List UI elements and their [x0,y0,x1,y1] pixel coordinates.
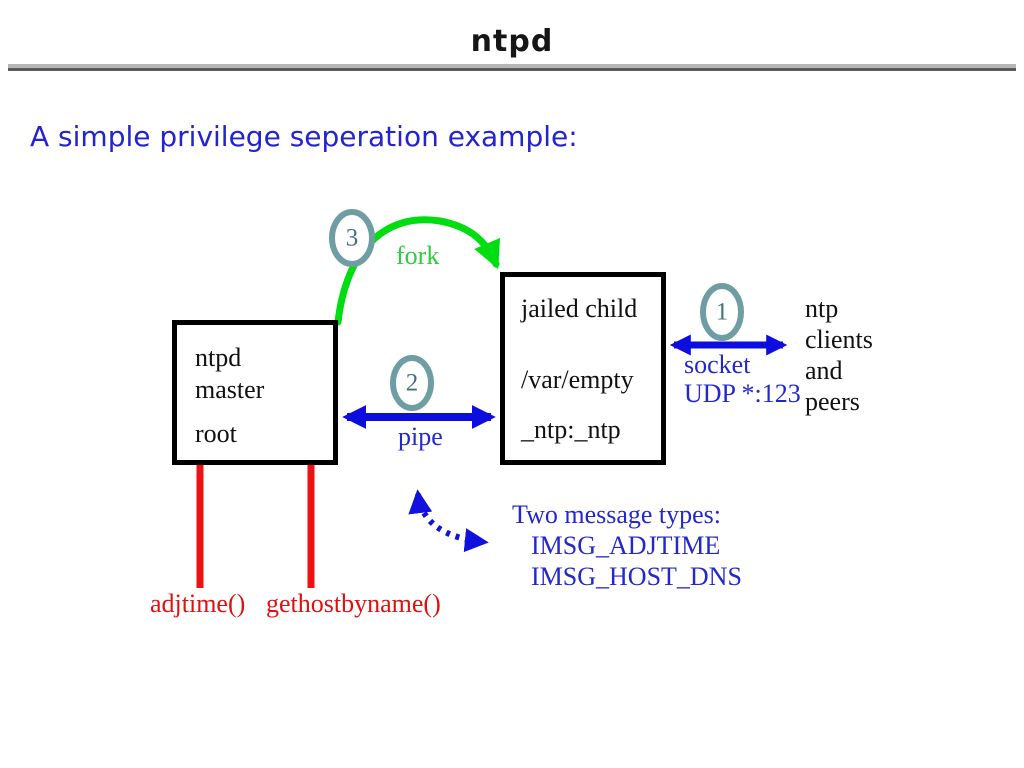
fork-label: fork [396,241,440,270]
child-box-line: jailed child [521,294,638,323]
title-rule-dark [8,68,1016,71]
socket-label: socket [684,350,751,379]
step-2-number: 2 [405,369,419,397]
master-box-line: ntpd [195,343,242,372]
pipe-label: pipe [398,422,443,451]
imsg-adjtime-label: IMSG_ADJTIME [531,531,721,560]
step-1-circle [700,283,744,341]
ntp-clients-note: ntp clients and peers [805,293,873,417]
jailed-child-box: jailed child /var/empty _ntp:_ntp [500,272,666,465]
ntpd-master-box: ntpd master root [172,320,338,465]
child-box-line: _ntp:_ntp [521,415,621,444]
page-title: ntpd [470,24,554,59]
adjtime-label: adjtime() [150,589,246,618]
master-box-line: root [195,419,237,448]
fork-arrow [334,216,501,326]
step-2-circle [390,355,434,411]
udp-port-label: UDP *:123 [684,379,801,408]
ipc-message-dotted-arrow [408,489,489,553]
gethostbyname-label: gethostbyname() [266,589,441,618]
ntp-clients-note-line: ntp [805,294,839,323]
title-rule-light [8,64,1016,68]
message-types-title: Two message types: [512,500,722,529]
ntp-clients-note-line: clients [805,325,873,354]
master-box-line: master [195,375,265,404]
ntp-clients-note-line: peers [805,387,860,416]
child-box-line: /var/empty [521,365,634,394]
step-3-number: 3 [345,224,359,252]
slide-subtitle: A simple privilege seperation example: [30,120,578,153]
imsg-host-dns-label: IMSG_HOST_DNS [531,562,742,591]
step-1-number: 1 [715,298,729,326]
ntp-clients-note-line: and [805,356,843,385]
step-3-circle [329,209,375,267]
